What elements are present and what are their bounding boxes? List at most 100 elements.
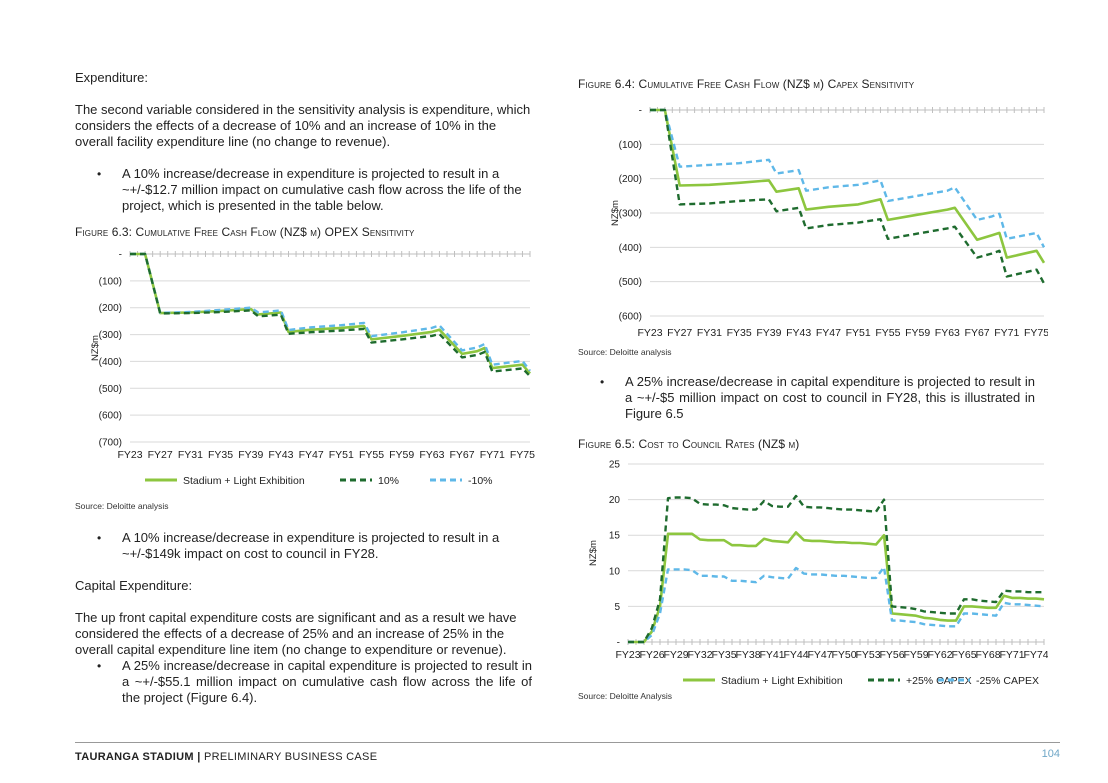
y-axis-label: NZ$m: [588, 540, 599, 566]
x-tick-label: FY23: [615, 649, 640, 661]
series-line: [628, 565, 1045, 644]
series-line: [628, 494, 1044, 644]
right-column: Figure 6.4: Cumulative Free Cash Flow (N…: [578, 70, 1048, 704]
x-tick-label: FY23: [117, 449, 142, 461]
x-tick-label: FY26: [639, 649, 664, 661]
y-tick-label: (400): [619, 243, 642, 254]
fig63-caption: Figure 6.3: Cumulative Free Cash Flow (N…: [75, 225, 415, 239]
y-tick-label: 15: [609, 531, 621, 542]
page-number: 104: [1041, 748, 1060, 760]
y-tick-label: -: [617, 638, 620, 649]
legend-label: -25% CAPEX: [976, 675, 1039, 687]
x-tick-label: FY39: [756, 327, 781, 339]
legend-label: Stadium + Light Exhibition: [183, 475, 305, 487]
x-tick-label: FY31: [697, 327, 722, 339]
x-tick-label: FY65: [951, 649, 976, 661]
bullet-capex-council: • A 25% increase/decrease in capital exp…: [600, 374, 1035, 421]
y-tick-label: (200): [99, 303, 122, 314]
bullet-capex-cashflow: • A 25% increase/decrease in capital exp…: [97, 658, 532, 705]
x-tick-label: FY27: [148, 449, 173, 461]
x-tick-label: FY51: [329, 449, 354, 461]
fig63-source: Source: Deloitte analysis: [75, 501, 169, 511]
fig63-chart: -(100)(200)(300)(400)(500)(600)(700)FY23…: [90, 250, 535, 488]
para-expenditure: The second variable considered in the se…: [75, 102, 531, 149]
y-tick-label: (200): [619, 174, 642, 185]
x-tick-label: FY71: [994, 327, 1019, 339]
fig65-chart: -510152025FY23FY26FY29FY32FY35FY38FY41FY…: [588, 460, 1048, 688]
para-capex: The up front capital expenditure costs a…: [75, 610, 517, 657]
x-tick-label: FY59: [905, 327, 930, 339]
y-tick-label: (600): [619, 312, 642, 323]
x-tick-label: FY67: [965, 327, 990, 339]
fig65-source: Source: Deloitte Analysis: [578, 691, 673, 701]
y-axis-label: NZ$m: [610, 200, 621, 226]
footer-title: TAURANGA STADIUM | PRELIMINARY BUSINESS …: [75, 751, 378, 763]
x-tick-label: FY23: [637, 327, 662, 339]
fig65-caption: Figure 6.5: Cost to Council Rates (NZ$ m…: [578, 437, 800, 451]
x-tick-label: FY71: [999, 649, 1024, 661]
x-tick-label: FY55: [359, 449, 384, 461]
gridlines: [650, 109, 1044, 317]
y-tick-label: -: [119, 250, 122, 261]
y-tick-label: 20: [609, 495, 621, 506]
bullet-opex-cashflow: • A 10% increase/decrease in expenditure…: [97, 166, 522, 213]
heading-expenditure: Expenditure:: [75, 70, 148, 85]
x-tick-label: FY68: [975, 649, 1000, 661]
series-line: [130, 252, 531, 372]
y-tick-label: 5: [614, 602, 620, 613]
fig64-caption: Figure 6.4: Cumulative Free Cash Flow (N…: [578, 77, 915, 91]
chart-legend: Stadium + Light Exhibition 10% -10%: [145, 475, 493, 487]
series-line: [650, 108, 1046, 264]
y-tick-label: (500): [619, 277, 642, 288]
legend-label: 10%: [378, 475, 399, 487]
x-tick-label: FY63: [419, 449, 444, 461]
bullet-dot-icon: •: [97, 167, 102, 181]
x-tick-label: FY59: [389, 449, 414, 461]
x-tick-label: FY43: [268, 449, 293, 461]
y-tick-label: (300): [99, 330, 122, 341]
x-tick-label: FY56: [879, 649, 904, 661]
gridlines: [130, 253, 530, 443]
x-tick-label: FY75: [510, 449, 535, 461]
x-tick-label: FY31: [178, 449, 203, 461]
x-tick-label: FY32: [687, 649, 712, 661]
heading-capex: Capital Expenditure:: [75, 578, 193, 593]
x-tick-label: FY27: [667, 327, 692, 339]
y-tick-label: (300): [619, 209, 642, 220]
x-tick-label: FY55: [875, 327, 900, 339]
x-tick-label: FY63: [935, 327, 960, 339]
x-tick-label: FY62: [927, 649, 952, 661]
x-tick-label: FY39: [238, 449, 263, 461]
x-tick-label: FY50: [831, 649, 856, 661]
x-tick-label: FY44: [783, 649, 808, 661]
gridlines: [628, 463, 1044, 643]
x-tick-label: FY51: [846, 327, 871, 339]
x-tick-label: FY29: [663, 649, 688, 661]
y-axis-label: NZ$m: [90, 335, 101, 361]
bullet-opex-council: • A 10% increase/decrease in expenditure…: [97, 530, 500, 561]
fig64-source: Source: Deloitte analysis: [578, 347, 672, 357]
left-column: Expenditure: The second variable conside…: [75, 70, 535, 706]
series-line: [650, 108, 1046, 284]
y-tick-label: -: [639, 106, 642, 117]
y-tick-label: (700): [99, 438, 122, 449]
x-tick-label: FY38: [735, 649, 760, 661]
x-tick-label: FY47: [807, 649, 832, 661]
legend-label: Stadium + Light Exhibition: [721, 675, 843, 687]
x-tick-label: FY35: [727, 327, 752, 339]
legend-label: -10%: [468, 475, 493, 487]
bullet-dot-icon: •: [97, 659, 102, 673]
x-tick-label: FY67: [450, 449, 475, 461]
y-tick-label: (100): [619, 140, 642, 151]
x-tick-label: FY47: [299, 449, 324, 461]
bullet-dot-icon: •: [97, 531, 102, 545]
x-tick-label: FY35: [208, 449, 233, 461]
y-tick-label: (500): [99, 384, 122, 395]
x-tick-label: FY35: [711, 649, 736, 661]
x-tick-label: FY43: [786, 327, 811, 339]
y-tick-label: (100): [99, 276, 122, 287]
series-line: [628, 531, 1045, 644]
x-tick-label: FY53: [855, 649, 880, 661]
y-tick-label: 25: [609, 460, 621, 471]
y-tick-label: (600): [99, 411, 122, 422]
